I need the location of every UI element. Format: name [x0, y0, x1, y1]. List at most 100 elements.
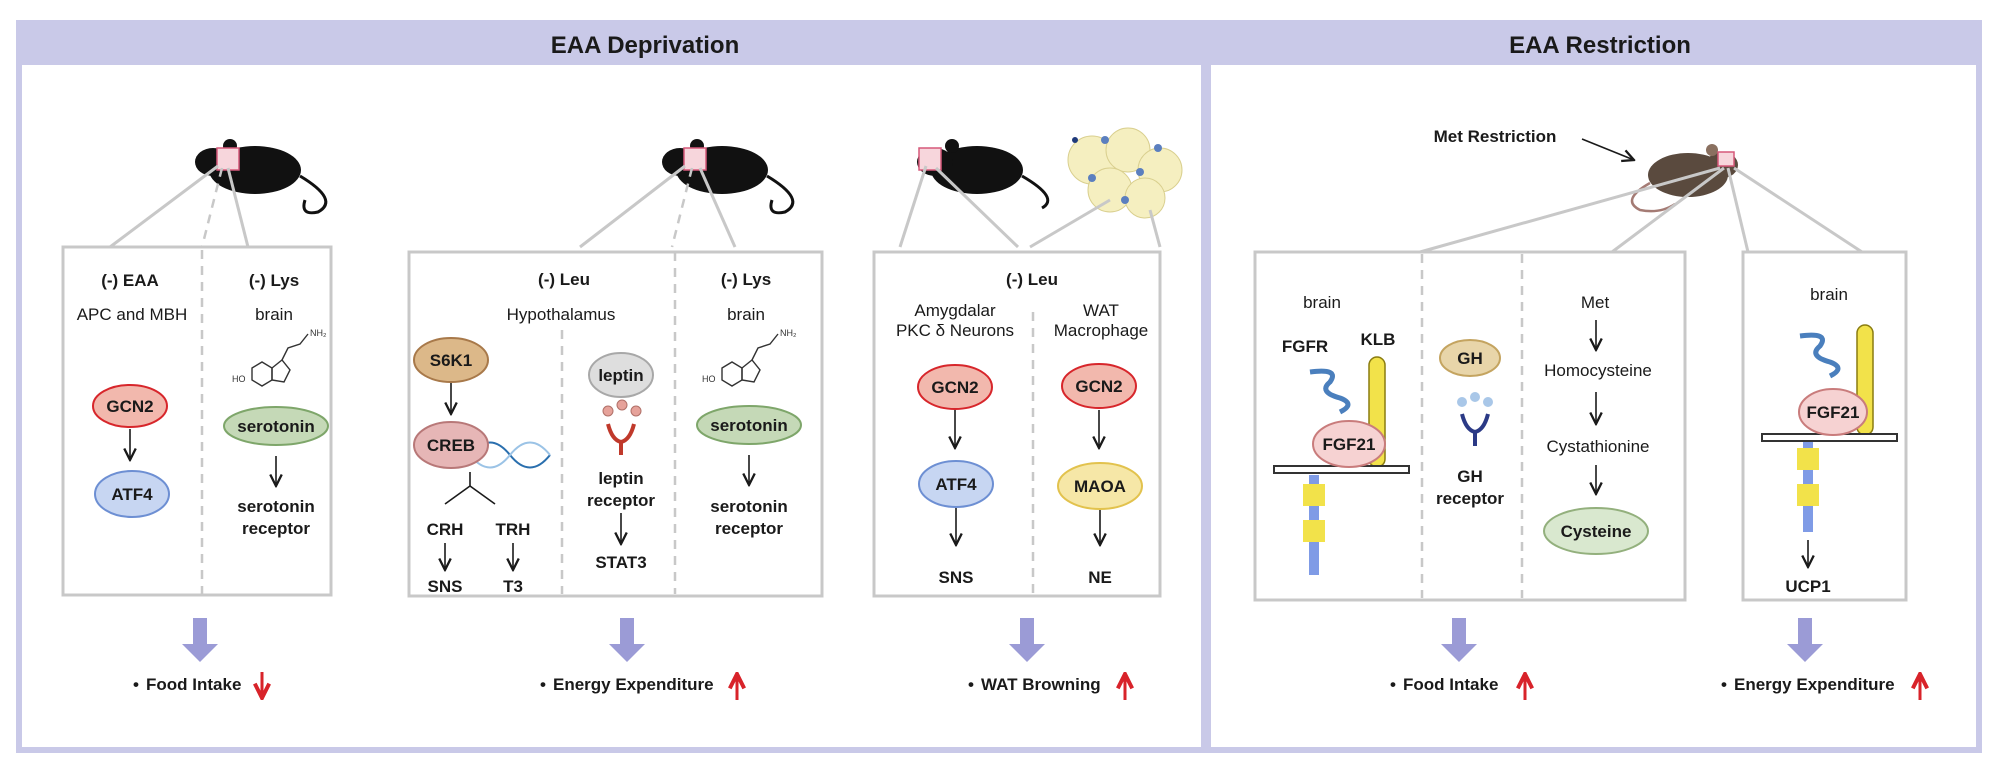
- s6k1-oval: [413, 337, 489, 383]
- gcn2-oval-2: [917, 364, 993, 410]
- creb-label: CREB: [427, 436, 475, 455]
- crh-label: CRH: [427, 520, 464, 539]
- fgf21-oval: [1312, 420, 1386, 468]
- eaa-lys-box: (-) EAA APC and MBH GCN2 ATF4 (-) Lys br…: [61, 245, 333, 597]
- mouse-icon: [917, 139, 1050, 210]
- gh-receptor-label-1: GH: [1457, 467, 1483, 486]
- klb-label: KLB: [1361, 330, 1396, 349]
- outcome-food-intake-up: • Food Intake: [1390, 674, 1525, 700]
- hypothalamus-label: Hypothalamus: [507, 305, 616, 324]
- outcome-wat-browning-up: • WAT Browning: [968, 674, 1125, 700]
- gcn2-label-3: GCN2: [1075, 377, 1122, 396]
- fgf21-label: FGF21: [1323, 435, 1376, 454]
- cysteine-oval: [1543, 507, 1649, 555]
- outcome-energy-expenditure-up: • Energy Expenditure: [540, 674, 737, 700]
- ho-label: HO: [232, 374, 246, 384]
- energy-expenditure-label: Energy Expenditure: [553, 675, 714, 694]
- brain-highlight: [1717, 151, 1735, 167]
- leptin-oval: [588, 352, 654, 398]
- maoa-oval: [1057, 462, 1143, 510]
- atf4-label: ATF4: [111, 485, 153, 504]
- leptin-receptor-label-2: receptor: [587, 491, 655, 510]
- bullet: •: [1721, 675, 1727, 694]
- s6k1-label: S6K1: [430, 351, 473, 370]
- serotonin-receptor-label-2: receptor: [242, 519, 310, 538]
- serotonin-structure-icon: [721, 333, 779, 387]
- met-restriction-label: Met Restriction: [1434, 127, 1557, 146]
- mouse-icon: [662, 139, 795, 215]
- brain-label-4: brain: [1303, 293, 1341, 312]
- gh-label: GH: [1457, 349, 1483, 368]
- bullet: •: [1390, 675, 1396, 694]
- gh-oval: [1439, 339, 1501, 377]
- gcn2-label-2: GCN2: [931, 378, 978, 397]
- atf4-label-2: ATF4: [935, 475, 977, 494]
- lys-label-2: (-) Lys: [721, 270, 771, 289]
- deprivation-title: EAA Deprivation: [551, 32, 739, 59]
- cystathionine-label: Cystathionine: [1546, 437, 1649, 456]
- amygdalar-label: Amygdalar: [914, 301, 996, 320]
- brain-label-5: brain: [1810, 285, 1848, 304]
- trh-label: TRH: [496, 520, 531, 539]
- nh2-label: NH₂: [310, 328, 327, 338]
- leptin-label: leptin: [598, 366, 643, 385]
- met-label: Met: [1581, 293, 1610, 312]
- eaa-label: (-) EAA: [101, 271, 159, 290]
- macrophage-label: Macrophage: [1054, 321, 1149, 340]
- serotonin-structure-icon: [251, 333, 309, 387]
- stat3-label: STAT3: [595, 553, 646, 572]
- brain-highlight: [918, 147, 942, 171]
- serotonin-oval: [223, 406, 329, 446]
- food-intake-label: Food Intake: [146, 675, 241, 694]
- lys-label: (-) Lys: [249, 271, 299, 290]
- energy-expenditure-label-2: Energy Expenditure: [1734, 675, 1895, 694]
- gcn2-label: GCN2: [106, 397, 153, 416]
- leptin-receptor-label-1: leptin: [598, 469, 643, 488]
- gh-receptor-label-2: receptor: [1436, 489, 1504, 508]
- brain-highlight: [216, 147, 240, 171]
- serotonin-receptor-label-1: serotonin: [237, 497, 314, 516]
- leptin-receptor-icon: [602, 399, 642, 455]
- bullet: •: [133, 675, 139, 694]
- serotonin-receptor-label-2b: receptor: [715, 519, 783, 538]
- bullet: •: [968, 675, 974, 694]
- gcn2-oval: [92, 384, 168, 428]
- fgfr-label: FGFR: [1282, 337, 1328, 356]
- fgfr-receptor-icon: [1799, 332, 1841, 379]
- down-arrow: [609, 618, 645, 662]
- down-arrow: [1441, 618, 1477, 662]
- restriction-title: EAA Restriction: [1509, 32, 1691, 59]
- leu-lys-box: (-) Leu Hypothalamus S6K1 CREB CRH TRH S…: [407, 250, 824, 598]
- fgf21-oval-2: [1798, 388, 1868, 436]
- result-arrows: [182, 618, 1823, 662]
- sns-label: SNS: [428, 577, 463, 596]
- homocysteine-label: Homocysteine: [1544, 361, 1652, 380]
- gcn2-oval-3: [1061, 363, 1137, 409]
- leu-label-3: (-) Leu: [1006, 270, 1058, 289]
- brain-fgf21-box: brain FGF21 UCP1: [1741, 250, 1908, 602]
- pkc-neurons-label: PKC δ Neurons: [896, 321, 1014, 340]
- serotonin-label-2: serotonin: [710, 416, 787, 435]
- connectors: [109, 164, 1863, 254]
- atf4-oval-2: [918, 460, 994, 508]
- serotonin-receptor-label-2a: serotonin: [710, 497, 787, 516]
- maoa-label: MAOA: [1074, 477, 1126, 496]
- met-restriction-box: Met Restriction brain FGFR KLB FGF21 GH …: [1253, 127, 1687, 602]
- serotonin-label: serotonin: [237, 417, 314, 436]
- leu-wat-box: (-) Leu Amygdalar PKC δ Neurons WAT Macr…: [872, 250, 1162, 598]
- t3-label: T3: [503, 577, 523, 596]
- wat-label: WAT: [1083, 301, 1119, 320]
- outcome-food-intake-down: • Food Intake: [133, 672, 262, 698]
- down-arrow: [182, 618, 218, 662]
- food-intake-label-2: Food Intake: [1403, 675, 1498, 694]
- adipocyte-cluster-icon: [1067, 127, 1183, 219]
- ucp1-label: UCP1: [1785, 577, 1830, 596]
- ho-label-2: HO: [702, 374, 716, 384]
- creb-oval: [413, 421, 489, 469]
- down-arrow: [1787, 618, 1823, 662]
- atf4-oval: [94, 470, 170, 518]
- cysteine-label: Cysteine: [1561, 522, 1632, 541]
- fgf21-label-2: FGF21: [1807, 403, 1860, 422]
- bullet: •: [540, 675, 546, 694]
